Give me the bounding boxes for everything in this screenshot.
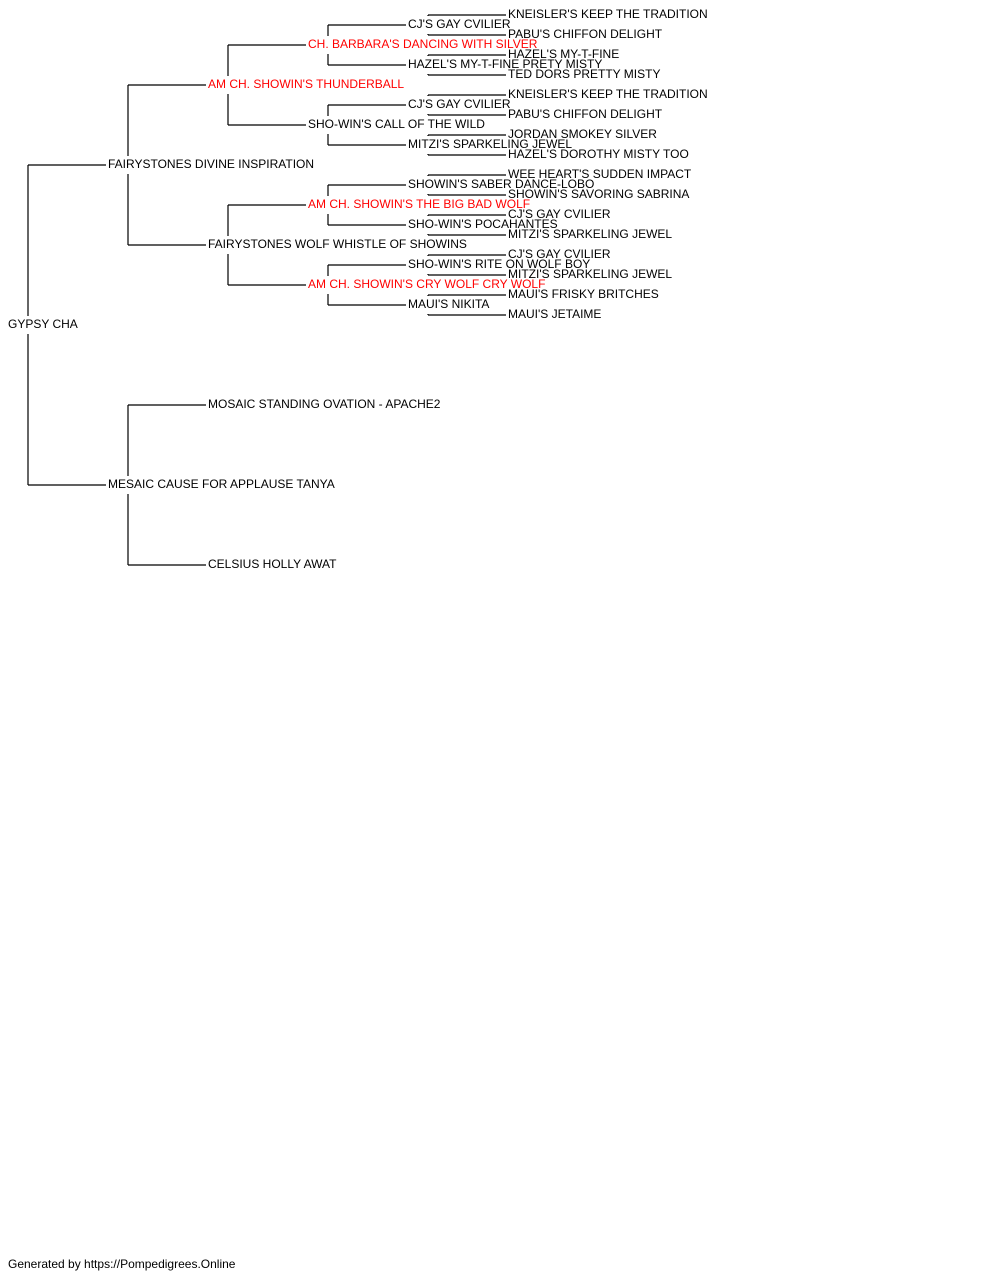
ancestor-name: CJ'S GAY CVILIER <box>408 17 511 31</box>
ancestor-name: MAUI'S NIKITA <box>408 297 490 311</box>
ancestor-name: SHOWIN'S SABER DANCE-LOBO <box>408 177 595 191</box>
ancestor-name: AM CH. SHOWIN'S THUNDERBALL <box>208 77 405 91</box>
ancestor-name: JORDAN SMOKEY SILVER <box>508 127 657 141</box>
ancestor-name: MITZI'S SPARKELING JEWEL <box>408 137 573 151</box>
ancestor-name: SHO-WIN'S POCAHANTES <box>408 217 558 231</box>
ancestor-name: MESAIC CAUSE FOR APPLAUSE TANYA <box>108 477 335 491</box>
ancestor-name: WEE HEART'S SUDDEN IMPACT <box>508 167 692 181</box>
ancestor-name: HAZEL'S MY-T-FINE PRETY MISTY <box>408 57 603 71</box>
ancestor-name: KNEISLER'S KEEP THE TRADITION <box>508 7 708 21</box>
ancestor-name: SHOWIN'S SAVORING SABRINA <box>508 187 690 201</box>
ancestor-name: FAIRYSTONES DIVINE INSPIRATION <box>108 157 315 171</box>
ancestor-name: MITZI'S SPARKELING JEWEL <box>508 227 673 241</box>
ancestor-name: CELSIUS HOLLY AWAT <box>208 557 337 571</box>
subject-dog-name: GYPSY CHA <box>8 317 78 331</box>
footer-credit: Generated by https://Pompedigrees.Online <box>8 1257 236 1271</box>
ancestor-name: PABU'S CHIFFON DELIGHT <box>508 107 663 121</box>
ancestor-name: AM CH. SHOWIN'S CRY WOLF CRY WOLF <box>308 277 546 291</box>
ancestor-name: SHO-WIN'S RITE ON WOLF BOY <box>408 257 591 271</box>
ancestor-name: MITZI'S SPARKELING JEWEL <box>508 267 673 281</box>
ancestor-name: SHO-WIN'S CALL OF THE WILD <box>308 117 485 131</box>
ancestor-name: AM CH. SHOWIN'S THE BIG BAD WOLF <box>308 197 531 211</box>
ancestor-name: PABU'S CHIFFON DELIGHT <box>508 27 663 41</box>
ancestor-name: MAUI'S JETAIME <box>508 307 602 321</box>
ancestor-name: CJ'S GAY CVILIER <box>408 97 511 111</box>
ancestor-name: CJ'S GAY CVILIER <box>508 207 611 221</box>
ancestor-name: TED DORS PRETTY MISTY <box>508 67 661 81</box>
ancestor-name: HAZEL'S MY-T-FINE <box>508 47 620 61</box>
ancestor-name: HAZEL'S DOROTHY MISTY TOO <box>508 147 689 161</box>
ancestor-name: CH. BARBARA'S DANCING WITH SILVER <box>308 37 538 51</box>
ancestor-name: KNEISLER'S KEEP THE TRADITION <box>508 87 708 101</box>
ancestor-name: MOSAIC STANDING OVATION - APACHE2 <box>208 397 441 411</box>
ancestor-name: FAIRYSTONES WOLF WHISTLE OF SHOWINS <box>208 237 467 251</box>
ancestor-name: MAUI'S FRISKY BRITCHES <box>508 287 659 301</box>
ancestor-name: CJ'S GAY CVILIER <box>508 247 611 261</box>
